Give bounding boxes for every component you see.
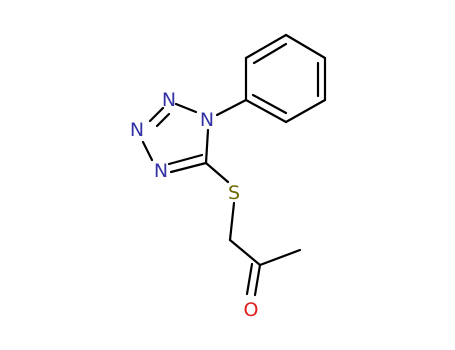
double-bond-inner [251,93,288,115]
atom-n-top: N [162,89,176,111]
bond [228,238,262,267]
atom-sulfur: S [228,182,240,204]
bond [215,98,248,117]
double-bond-inner [167,153,204,166]
bond [253,263,262,297]
bond [204,161,230,184]
atom-oxygen: O [244,299,259,321]
tetrazole-ring [141,102,210,174]
atom-n-bottom: N [154,160,168,182]
double-bond-inner [245,262,254,296]
bond [258,248,302,267]
bond [284,33,327,60]
bond [169,161,208,174]
bond [174,102,198,114]
bond [141,140,154,162]
bond [244,33,288,60]
phenyl-ring [244,33,327,124]
atom-n-phenyl: N [200,109,214,131]
bond [284,98,327,124]
bond [204,128,210,165]
double-bond-inner [155,112,171,128]
bond [228,201,236,242]
bond [244,98,288,124]
atom-n-left: N [130,119,144,141]
double-bond-inner [252,42,288,65]
bond [148,106,165,123]
